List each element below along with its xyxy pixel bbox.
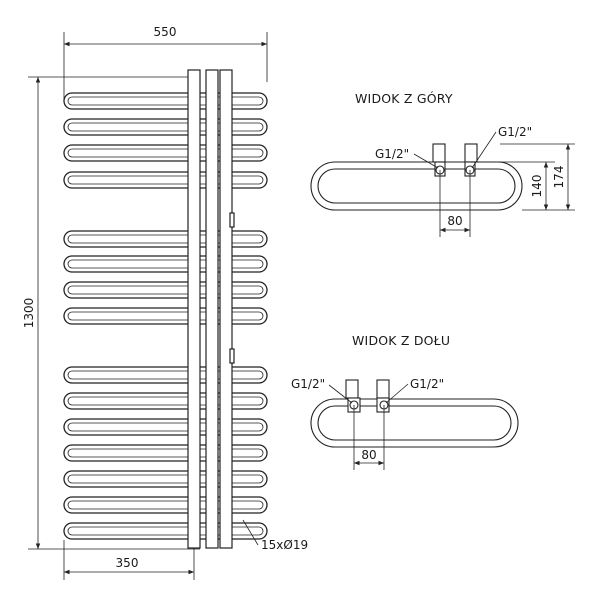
collector-bar-left <box>187 69 201 549</box>
tube-loop-inner <box>67 370 264 380</box>
bottom-view: WIDOK Z DOŁU G1/2" G1/2" 80 <box>291 333 519 470</box>
tube-loop-inner <box>67 474 264 484</box>
tube-loop-inner <box>67 259 264 269</box>
top-valve-right <box>464 143 478 177</box>
top-view: WIDOK Z GÓRY G1/2" G1/2" 80 140 <box>310 91 575 237</box>
top-view-loop-outer <box>310 161 523 211</box>
tube-loop-inner <box>67 285 264 295</box>
tube-loop <box>63 522 268 540</box>
top-depth-outer-label: 174 <box>552 166 566 189</box>
tube-loop <box>63 118 268 136</box>
tube-callout-label: 15xØ19 <box>261 538 308 552</box>
tube-loop <box>63 418 268 436</box>
tube-loop <box>63 496 268 514</box>
tube-loop <box>63 444 268 462</box>
tube-loop-inner <box>67 175 264 185</box>
tube-loop-inner <box>67 500 264 510</box>
tube-callout: 15xØ19 <box>242 519 308 552</box>
tube-loop <box>63 171 268 189</box>
tube-loop-inner <box>67 422 264 432</box>
tube-loop-inner <box>67 96 264 106</box>
tube-loop <box>63 144 268 162</box>
collector-bar-right <box>219 69 233 549</box>
bottom-valve-right-label: G1/2" <box>410 377 444 391</box>
bottom-valve-right <box>376 379 390 413</box>
connection-dimension: 350 <box>63 540 195 580</box>
height-dimension: 1300 <box>22 76 200 550</box>
bottom-valve-left <box>345 379 361 413</box>
bottom-view-loop-inner <box>317 405 512 441</box>
bottom-spacing-label: 80 <box>361 448 376 462</box>
bracket-top <box>229 212 235 228</box>
bottom-valve-left-label: G1/2" <box>291 377 325 391</box>
tube-loop <box>63 307 268 325</box>
top-depth-inner-label: 140 <box>530 175 544 198</box>
width-dimension: 550 <box>63 25 268 100</box>
tube-loop <box>63 392 268 410</box>
front-view: 550 1300 350 15x <box>22 25 308 580</box>
height-dimension-label: 1300 <box>22 298 36 329</box>
tube-loop <box>63 92 268 110</box>
tube-loop-inner <box>67 122 264 132</box>
top-valve-left <box>432 143 446 177</box>
tube-loop-inner <box>67 526 264 536</box>
tube-loop <box>63 255 268 273</box>
tube-loop-inner <box>67 311 264 321</box>
tube-loop <box>63 470 268 488</box>
width-dimension-label: 550 <box>154 25 177 39</box>
tube-loop-inner <box>67 448 264 458</box>
top-view-title: WIDOK Z GÓRY <box>355 91 453 106</box>
collector-bars <box>187 69 235 549</box>
tube-loop <box>63 281 268 299</box>
bottom-view-title: WIDOK Z DOŁU <box>352 333 450 348</box>
top-view-loop-inner <box>317 168 516 204</box>
connection-dimension-label: 350 <box>116 556 139 570</box>
bottom-view-loop-outer <box>310 398 519 448</box>
tube-loops <box>63 92 268 540</box>
tube-loop-inner <box>67 148 264 158</box>
collector-bar-middle <box>205 69 219 549</box>
tube-loop <box>63 230 268 248</box>
tube-loop <box>63 366 268 384</box>
top-valve-left-label: G1/2" <box>375 147 409 161</box>
top-valve-right-label: G1/2" <box>498 125 532 139</box>
top-spacing-label: 80 <box>447 214 462 228</box>
bracket-middle <box>229 348 235 364</box>
tube-loop-inner <box>67 396 264 406</box>
tube-loop-inner <box>67 234 264 244</box>
